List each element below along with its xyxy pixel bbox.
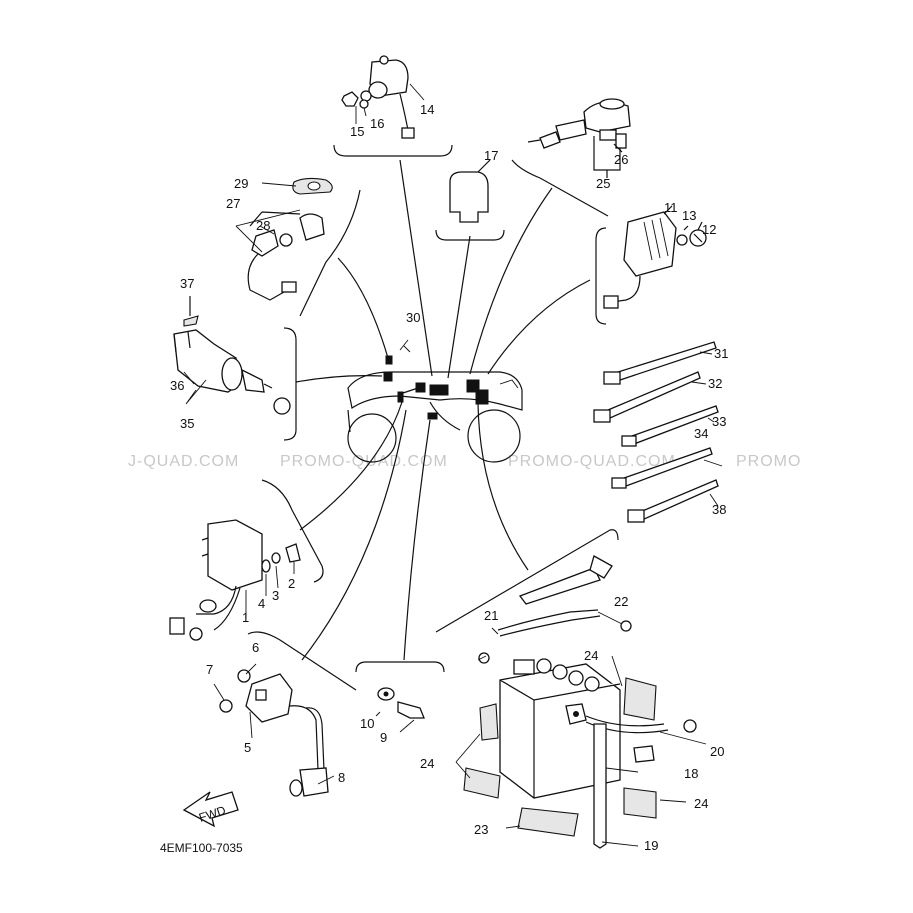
callout-24: 24 [694,796,708,811]
cdi-unit-assembly [169,519,301,641]
callout-38: 38 [712,502,726,517]
callout-19: 19 [644,838,658,853]
callout-20: 20 [710,744,724,759]
callout-29: 29 [234,176,248,191]
leader-lines [295,159,591,661]
callout-32: 32 [708,376,722,391]
callout-34: 34 [694,426,708,441]
callout-12: 12 [702,222,716,237]
callout-4: 4 [258,596,265,611]
callout-6: 6 [252,640,259,655]
callout-18: 18 [684,766,698,781]
callout-5: 5 [244,740,251,755]
callout-24: 24 [584,648,598,663]
callout-31: 31 [714,346,728,361]
callout-36: 36 [170,378,184,393]
callout-16: 16 [370,116,384,131]
switch-washer-parts [375,687,425,733]
sensor-bracket-assembly [213,663,335,797]
callout-33: 33 [712,414,726,429]
callout-numbers: 1 2 3 4 5 6 7 8 9 10 11 12 13 14 15 16 1… [170,102,728,853]
callout-28: 28 [256,218,270,233]
ignition-coil-assembly [527,98,631,178]
callout-26: 26 [614,152,628,167]
watermark: J-QUAD.COM PROMO-QUAD.COM PROMO-QUAD.COM… [128,453,801,470]
battery-assembly [455,555,707,849]
callout-27: 27 [226,196,240,211]
callout-11: 11 [664,200,678,215]
watermark-text: PROMO [736,453,801,470]
watermark-text: J-QUAD.COM [128,453,239,470]
callout-24: 24 [420,756,434,771]
drawing-code: 4EMF100-7035 [160,841,243,855]
cable-tie-parts [593,341,723,523]
callout-9: 9 [380,730,387,745]
callout-2: 2 [288,576,295,591]
atv-frame-illustration [347,371,523,463]
part-locator-markers [383,339,489,420]
callout-22: 22 [614,594,628,609]
callout-13: 13 [682,208,696,223]
starter-motor-assembly [173,296,291,415]
callout-35: 35 [180,416,194,431]
callout-7: 7 [206,662,213,677]
callout-21: 21 [484,608,498,623]
callout-25: 25 [596,176,610,191]
rectifier-regulator-assembly [603,205,707,309]
callout-37: 37 [180,276,194,291]
callout-3: 3 [272,588,279,603]
forward-direction-arrow-icon: FWD [182,791,239,828]
callout-8: 8 [338,770,345,785]
callout-10: 10 [360,716,374,731]
callout-15: 15 [350,124,364,139]
callout-14: 14 [420,102,434,117]
watermark-text: PROMO-QUAD.COM [508,453,676,470]
group-brackets [247,144,619,691]
callout-1: 1 [242,610,249,625]
callout-30: 30 [406,310,420,325]
sensor-switch-assembly [235,177,333,301]
callout-17: 17 [484,148,498,163]
watermark-text: PROMO-QUAD.COM [280,453,448,470]
cover-cap-part [449,159,491,223]
callout-23: 23 [474,822,488,837]
starter-relay-assembly [341,55,415,139]
